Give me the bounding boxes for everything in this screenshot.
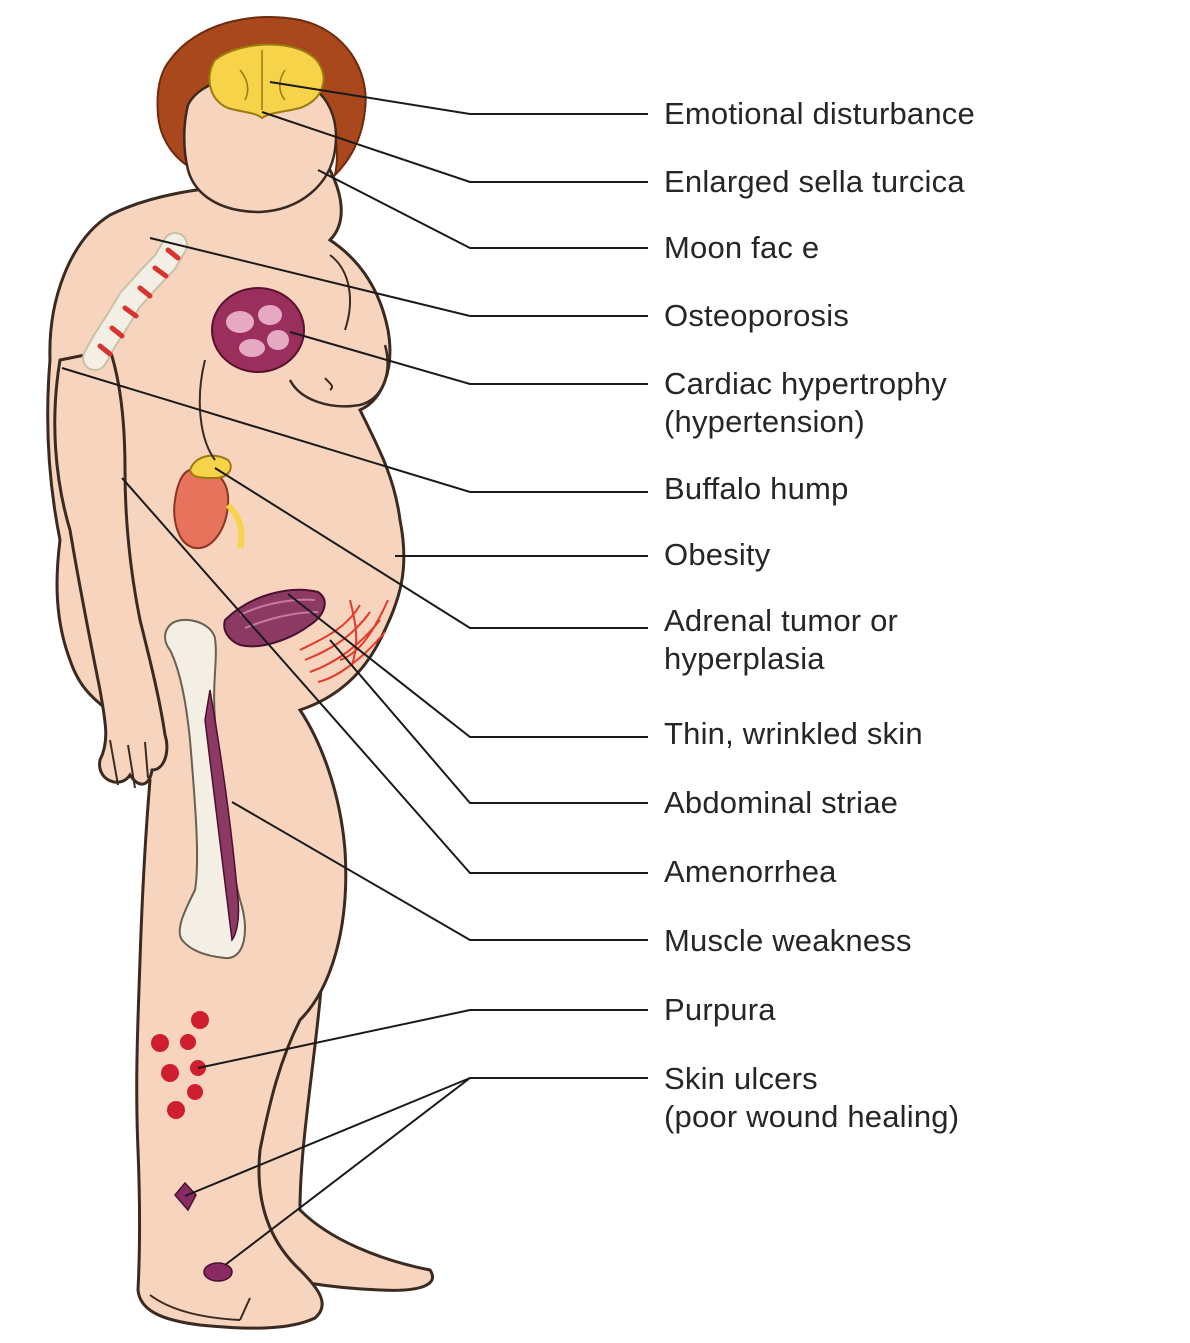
label-emotional-disturbance: Emotional disturbance [664, 96, 975, 131]
kidney [173, 468, 245, 550]
leader-lines [61, 81, 648, 1266]
spine [82, 232, 188, 371]
leader-emotional [269, 81, 648, 115]
leader-thin-skin [287, 593, 648, 738]
leader-cardiac [289, 331, 648, 385]
hand-detail [109, 739, 149, 789]
label-osteoporosis: Osteoporosis [664, 298, 850, 333]
label-thin-wrinkled-skin: Thin, wrinkled skin [664, 716, 923, 751]
heart [211, 287, 305, 373]
leader-adrenal [214, 467, 648, 629]
label-adrenal-tumor: Adrenal tumor or hyperplasia [664, 603, 899, 676]
label-skin-ulcers: Skin ulcers (poor wound healing) [664, 1061, 960, 1134]
leader-striae [329, 639, 648, 804]
label-purpura: Purpura [664, 992, 776, 1027]
leader-ulcer-1 [184, 1077, 471, 1197]
label-moon-face: Moon fac e [664, 230, 820, 265]
leader-amenorrhea [121, 477, 648, 874]
thigh-muscle [204, 689, 240, 942]
brain [208, 43, 325, 120]
foot-detail [149, 1294, 251, 1321]
leader-muscle [231, 801, 648, 941]
breast [288, 344, 389, 408]
label-enlarged-sella-turcica: Enlarged sella turcica [664, 164, 965, 199]
body-outline [46, 168, 406, 1330]
label-obesity: Obesity [664, 537, 771, 572]
label-muscle-weakness: Muscle weakness [664, 923, 912, 958]
leader-sella [261, 111, 648, 183]
abdomen-line [198, 359, 216, 461]
arm [53, 348, 169, 786]
leader-osteoporosis [149, 237, 648, 317]
leader-moon-face [317, 169, 648, 249]
leader-ulcer-2 [224, 1077, 648, 1266]
leader-purpura [197, 1009, 648, 1069]
leader-buffalo [61, 367, 648, 493]
label-cardiac-hypertrophy: Cardiac hypertrophy (hypertension) [664, 366, 947, 439]
label-amenorrhea: Amenorrhea [664, 854, 837, 889]
label-buffalo-hump: Buffalo hump [664, 471, 849, 506]
label-abdominal-striae: Abdominal striae [664, 785, 899, 820]
